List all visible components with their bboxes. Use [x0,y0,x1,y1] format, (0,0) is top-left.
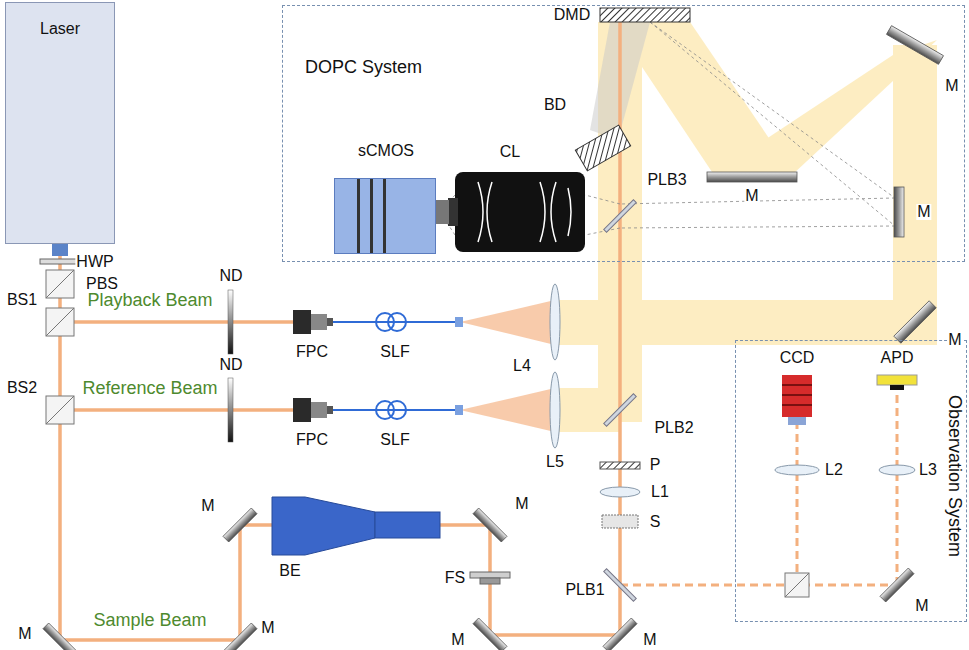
laser-aperture [52,244,68,256]
laser-beam [60,22,620,640]
mirror [43,26,943,650]
part-label: L4 [512,358,532,374]
observation-beam [620,390,897,585]
part-label: FS [444,570,466,586]
part-label: L5 [545,454,565,470]
laser-label: Laser [40,21,80,37]
part-label: FPC [295,344,329,360]
region-title: DOPC System [305,58,422,76]
nd-filter [228,290,233,354]
sample [602,515,638,528]
fiber-tip [455,405,463,415]
single-mode-fiber [333,313,455,419]
polarizer [600,462,640,469]
lens [550,284,915,497]
system-region: Observation System [735,340,967,622]
region-title: Observation System [946,395,964,557]
expanded-beam [555,22,937,432]
fiber-tip [455,317,463,327]
part-label: BS1 [6,292,38,308]
laser-box: Laser [5,2,115,244]
part-label: L3 [918,462,938,478]
mirror-label: M [450,632,465,648]
beam-splitter-cube [46,270,809,597]
part-label: BS2 [6,380,38,396]
diverging-beam [460,300,555,345]
part-label: L1 [650,484,670,500]
mirror-label: M [642,632,657,648]
camera-mount [435,200,449,224]
mirror-label: M [514,496,529,512]
part-label: BE [278,563,301,579]
camera-box: sCMOS [331,141,441,256]
part-label: DMD [553,7,591,23]
part-label: SLF [379,432,410,448]
mirror-label: M [17,626,32,642]
beam-label: Sample Beam [92,611,207,629]
camera-label: sCMOS [358,143,414,159]
apd-detector [877,375,917,390]
part-label: PLB3 [646,172,687,188]
half-wave-plate [40,259,80,264]
filter-stage [470,572,510,578]
fiber-coupler [293,310,333,422]
mirror-label: M [744,188,759,204]
beam-dump [575,125,630,171]
part-label: PLB1 [564,582,605,598]
part-label: HWP [75,254,114,270]
beam-expander [272,497,375,555]
part-label: S [649,514,662,530]
mirror-label: M [947,332,962,348]
mirror-label: M [200,498,215,514]
plate-beam-splitter [604,200,637,602]
beam-label: Playback Beam [86,291,213,309]
part-label: L2 [824,462,844,478]
mirror-label: M [260,620,275,636]
mirror-label: M [916,204,931,220]
ccd-camera [782,375,812,425]
mirror-label: M [914,598,929,614]
part-label: P [649,457,662,473]
diverging-beam [460,388,555,432]
camera-body [334,178,436,254]
part-label: PLB2 [653,420,694,436]
filter-stage [480,578,500,584]
dmd [600,8,690,22]
part-label: CL [499,144,521,160]
part-label: SLF [379,344,410,360]
beam-expander [375,512,440,538]
system-region: DOPC System sCMOS [282,5,965,262]
nd-filter [228,378,233,442]
camera-lens [448,172,585,252]
part-label: APD [880,350,915,366]
mirror-label: M [944,78,959,94]
part-label: PBS [85,276,119,292]
part-label: ND [218,268,243,284]
part-label: ND [218,357,243,373]
beam-label: Reference Beam [81,379,218,397]
part-label: FPC [295,432,329,448]
part-label: CCD [779,350,816,366]
part-label: BD [543,97,567,113]
